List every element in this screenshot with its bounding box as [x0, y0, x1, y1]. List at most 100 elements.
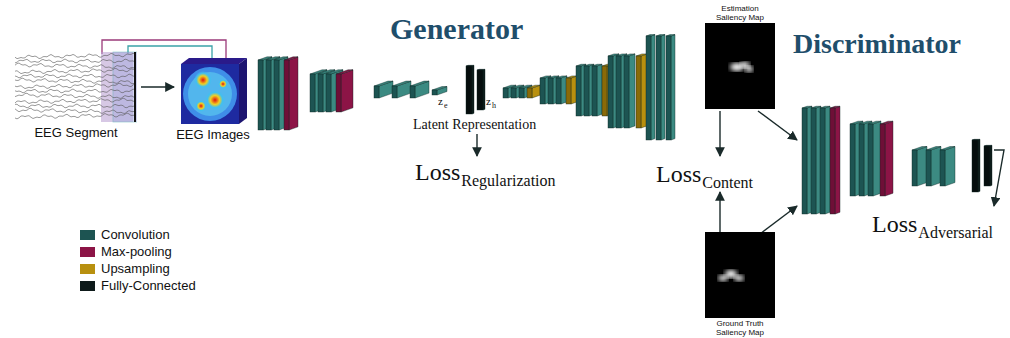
slab-top [802, 106, 812, 108]
eeg-trace [15, 93, 135, 98]
node-caption: Ground Truth Saliency Map [708, 319, 772, 337]
layer-slab [336, 70, 353, 112]
slab-front [868, 124, 873, 196]
slab-front [336, 74, 341, 112]
eeg-figure: EEG Images [176, 56, 250, 145]
slab-front [266, 60, 271, 130]
slab-side [873, 121, 881, 196]
layer-slab [284, 57, 298, 130]
slab-front [830, 108, 835, 214]
slab-top [940, 147, 955, 151]
slab-front [576, 66, 581, 116]
slab-top [646, 35, 655, 36]
slab-side [651, 35, 655, 140]
saliency-map: Ground Truth Saliency Map [695, 232, 785, 338]
slab-side [483, 69, 485, 110]
slab-front [566, 78, 571, 104]
segment-end [134, 52, 136, 122]
slab-side [864, 121, 872, 196]
slab-front [584, 66, 589, 116]
slab-front [274, 60, 279, 130]
legend-text: Fully-Connected [101, 278, 196, 293]
slab-side [271, 57, 280, 130]
legend-row: Fully-Connected [80, 277, 196, 294]
slab-top [527, 85, 540, 88]
slab-front [592, 66, 597, 116]
eeg-trace [15, 83, 135, 88]
saliency-blob [734, 275, 744, 281]
layer-slab [624, 54, 635, 128]
slab-side [917, 147, 927, 187]
layer-slab [477, 69, 485, 110]
layer-slab [556, 76, 567, 104]
slab-front [432, 90, 437, 95]
eeg-trace [15, 59, 135, 63]
latent-symbol: z [438, 96, 443, 107]
flow-arrow [719, 111, 720, 156]
layer-slab [656, 35, 665, 140]
slab-front [556, 78, 561, 104]
layer-slab [274, 57, 288, 130]
gt-picture [705, 232, 775, 318]
slab-front [820, 108, 825, 214]
slab-front [511, 88, 516, 98]
flow-arrow [758, 111, 797, 140]
flow-arrow [141, 86, 174, 87]
slab-side [855, 121, 863, 196]
layer-slab [566, 76, 577, 104]
slab-front [880, 124, 885, 196]
slab-front [410, 86, 415, 98]
slab-top [868, 121, 881, 124]
legend-swatch [80, 281, 95, 291]
slab-side [597, 64, 602, 116]
slab-side [279, 57, 288, 130]
legend-row: Max-pooling [80, 243, 196, 260]
slab-top [392, 81, 411, 86]
slab-side [671, 35, 675, 140]
slab-front [636, 56, 641, 128]
slab-top [432, 87, 447, 91]
layer-slab [859, 121, 872, 196]
eeg-trace [15, 74, 135, 78]
loss-name: Loss [656, 162, 701, 186]
slab-front [318, 74, 323, 112]
slab-side [263, 57, 272, 130]
legend-text: Max-pooling [101, 244, 172, 259]
slab-front [503, 88, 508, 98]
slab-front [326, 74, 331, 112]
map-ground [705, 23, 775, 109]
layer-slab [592, 64, 602, 116]
layer-slab [326, 70, 343, 112]
loss-name: Loss [872, 212, 917, 236]
cube-front [181, 64, 239, 124]
slab-top [410, 81, 429, 86]
layer-slab [646, 35, 655, 140]
slab-front [666, 36, 671, 140]
slab-side [835, 106, 840, 214]
layer-slab [850, 121, 863, 196]
saliency-map: Estimation Saliency Map [695, 3, 785, 109]
layer-stack [258, 35, 992, 214]
slab-top [624, 54, 635, 56]
section-title: Discriminator [793, 30, 961, 58]
eeg-trace [15, 98, 135, 103]
slab-front [258, 60, 263, 130]
layer-slab [392, 81, 411, 98]
slab-front [624, 56, 629, 128]
eeg-trace [15, 104, 135, 108]
legend: ConvolutionMax-poolingUpsamplingFully-Co… [80, 226, 196, 294]
slab-top [811, 106, 821, 108]
layer-slab [972, 139, 980, 192]
legend-row: Convolution [80, 226, 196, 243]
slab-top [830, 106, 840, 108]
slab-front [972, 140, 978, 192]
slab-front [616, 56, 621, 128]
slab-front [548, 78, 553, 104]
flow-arrow [476, 134, 477, 156]
node-caption: EEG Images [176, 128, 250, 143]
slab-side [945, 147, 955, 187]
flow-arrows [477, 111, 1004, 234]
slab-top [592, 64, 602, 66]
slab-front [984, 146, 990, 186]
slab-top [820, 106, 830, 108]
